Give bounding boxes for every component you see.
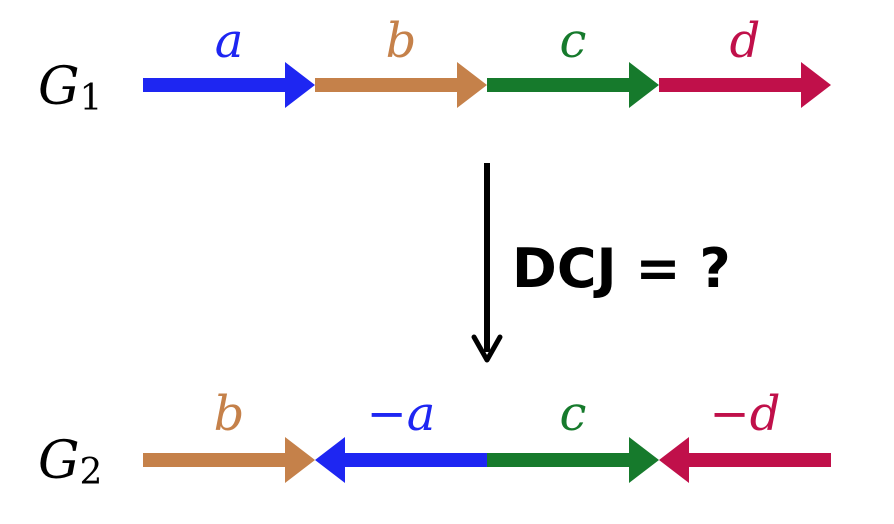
genome-2-gene-3-label: c (560, 386, 587, 442)
genome-1-gene-3-label: c (560, 13, 587, 69)
genome-1-gene-1: a (143, 13, 315, 108)
transformation-arrow-head (471, 334, 503, 363)
genome-1-label-sub: 1 (80, 78, 103, 119)
genome-2-label-main: G (38, 431, 80, 491)
transformation-arrow (471, 163, 503, 363)
genome-2-gene-3-arrow (487, 437, 659, 483)
genome-1-genes: a b c d (143, 13, 831, 108)
genome-1-gene-3: c (487, 13, 659, 108)
genome-1-gene-2-label: b (386, 13, 417, 69)
genome-1-gene-4-label: d (730, 13, 761, 69)
genome-1-label: G1 (38, 57, 102, 119)
genome-2-gene-4: −d (659, 386, 831, 483)
genome-2-gene-3: c (487, 386, 659, 483)
genome-2-gene-4-label: −d (710, 386, 781, 442)
genome-1-gene-2-arrow (315, 62, 487, 108)
genome-1-gene-3-arrow (487, 62, 659, 108)
genome-2-gene-2: −a (315, 386, 487, 483)
genome-2-label-sub: 2 (80, 452, 103, 493)
genome-1-gene-1-label: a (215, 13, 244, 69)
genome-2-gene-4-arrow (659, 437, 831, 483)
genome-1-gene-4-arrow (659, 62, 831, 108)
genome-2-gene-1-label: b (214, 386, 245, 442)
genome-2-gene-2-label: −a (367, 386, 436, 442)
genome-2-gene-1-arrow (143, 437, 315, 483)
genome-2-genes: b −a c −d (143, 386, 831, 483)
genome-1-gene-2: b (315, 13, 487, 108)
genome-2-label: G2 (38, 431, 102, 493)
genome-2-gene-1: b (143, 386, 315, 483)
genome-1-gene-4: d (659, 13, 831, 108)
genome-1-label-main: G (38, 57, 80, 117)
genome-2-gene-2-arrow (315, 437, 487, 483)
transformation-label: DCJ = ? (512, 237, 731, 300)
genome-1-gene-1-arrow (143, 62, 315, 108)
